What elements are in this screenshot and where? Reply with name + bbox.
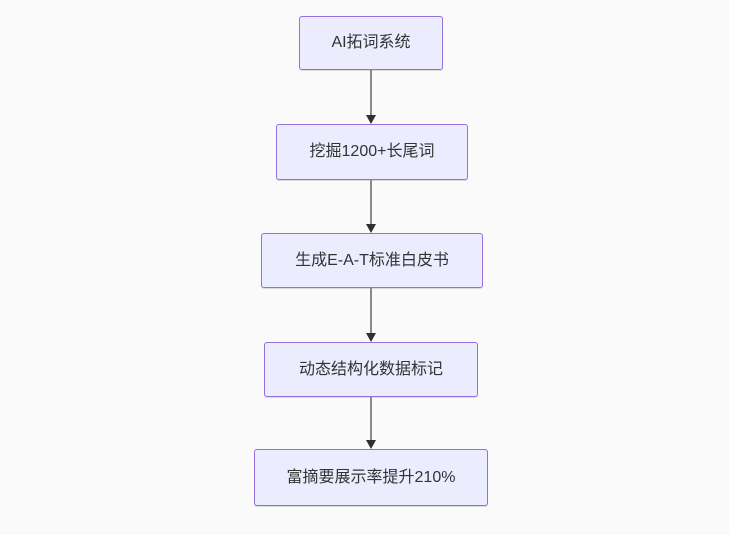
edge-arrow-1 xyxy=(365,70,377,124)
edge-arrow-2 xyxy=(365,180,377,233)
arrow-line xyxy=(370,180,372,225)
arrowhead-down-icon xyxy=(366,224,376,233)
edge-arrow-3 xyxy=(365,288,377,342)
node-label: 富摘要展示率提升210% xyxy=(286,468,456,486)
node-mine-longtail-keywords: 挖掘1200+长尾词 xyxy=(276,124,468,180)
node-dynamic-structured-data: 动态结构化数据标记 xyxy=(264,342,478,397)
arrowhead-down-icon xyxy=(366,440,376,449)
node-ai-keyword-system: AI拓词系统 xyxy=(299,16,443,70)
node-label: 挖掘1200+长尾词 xyxy=(309,143,435,160)
node-label: 生成E-A-T标准白皮书 xyxy=(295,251,449,269)
arrowhead-down-icon xyxy=(366,333,376,342)
arrow-line xyxy=(370,288,372,334)
edge-arrow-4 xyxy=(365,397,377,449)
node-rich-snippet-rate-increase: 富摘要展示率提升210% xyxy=(254,449,488,506)
arrowhead-down-icon xyxy=(366,115,376,124)
arrow-line xyxy=(370,70,372,116)
arrow-line xyxy=(370,397,372,441)
node-label: AI拓词系统 xyxy=(331,34,411,51)
node-label: 动态结构化数据标记 xyxy=(298,360,443,378)
node-generate-eat-whitepaper: 生成E-A-T标准白皮书 xyxy=(261,233,483,288)
